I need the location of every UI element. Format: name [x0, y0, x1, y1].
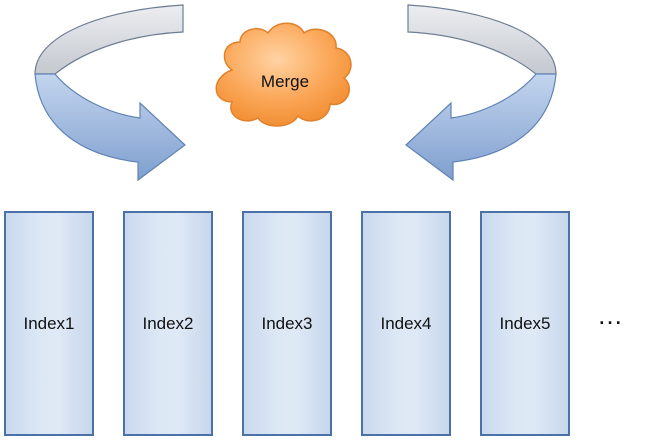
index-label-2: Index2: [142, 314, 194, 333]
index-label-5: Index5: [499, 314, 551, 333]
right-curved-arrow-icon: [405, 4, 557, 182]
index-box-3: [242, 211, 332, 436]
merge-cloud-icon: [215, 22, 352, 127]
left-curved-arrow-icon: [34, 4, 186, 182]
index-box-4: [361, 211, 451, 436]
index-label-4: Index4: [380, 314, 432, 333]
index-box-1: [4, 211, 94, 436]
index-box-5: [480, 211, 570, 436]
index-label-3: Index3: [261, 314, 313, 333]
more-indexes-ellipsis: …: [597, 300, 625, 330]
merge-label: Merge: [260, 72, 310, 91]
index-box-2: [123, 211, 213, 436]
index-label-1: Index1: [23, 314, 75, 333]
